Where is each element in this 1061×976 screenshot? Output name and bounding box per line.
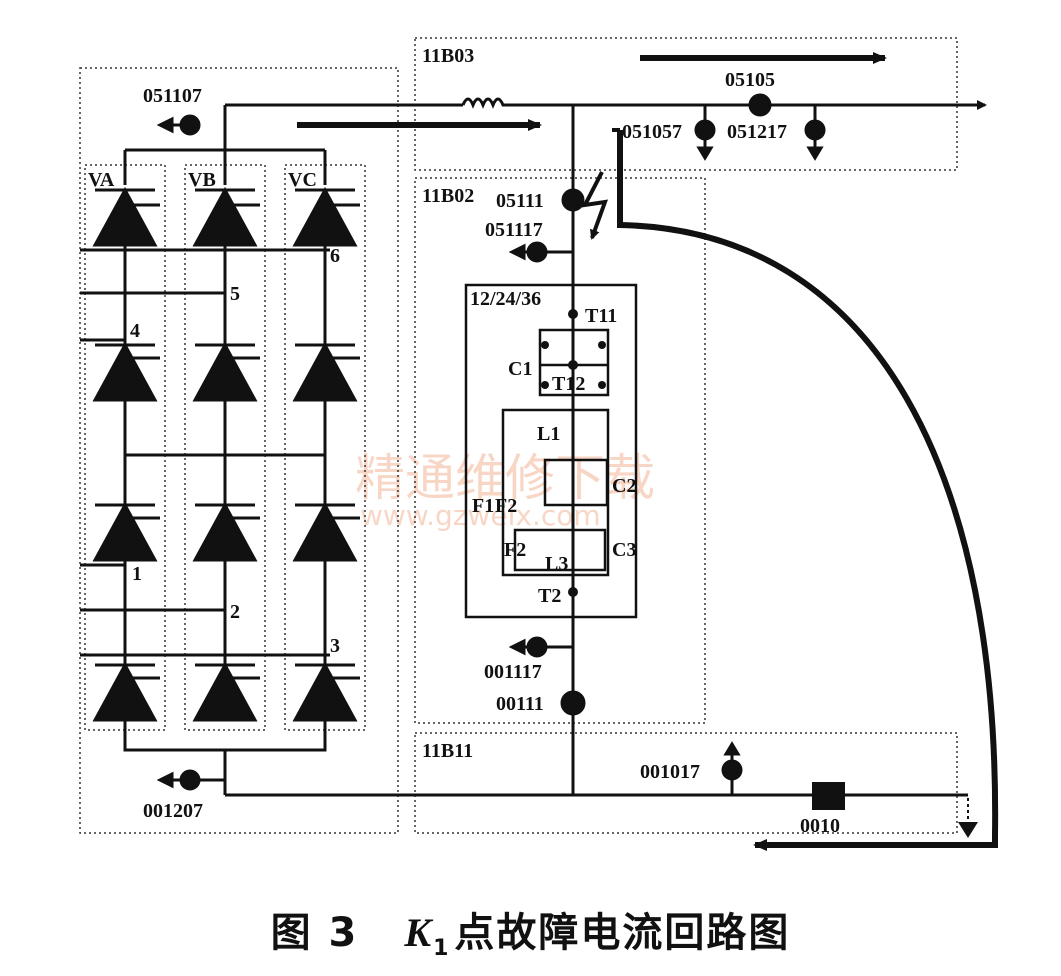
node-00111-label: 00111 bbox=[496, 693, 544, 715]
node-001117-label: 001117 bbox=[484, 661, 542, 683]
bridge-number-5: 5 bbox=[230, 283, 240, 305]
bridge-number-3: 3 bbox=[330, 635, 340, 657]
thyristor-b1 bbox=[192, 186, 260, 247]
region-11b11-label: 11B11 bbox=[422, 740, 473, 762]
bridge-number-2: 2 bbox=[230, 601, 240, 623]
caption-text: 点故障电流回路图 bbox=[454, 910, 791, 956]
thyristor-b4 bbox=[192, 661, 260, 722]
node-051107-label: 051107 bbox=[143, 85, 202, 107]
region-11b03-label: 11B03 bbox=[422, 45, 474, 67]
node-051217-label: 051217 bbox=[727, 121, 787, 143]
region-11b11-box bbox=[414, 732, 958, 834]
watermark-cn: 精通维修下载 bbox=[355, 449, 655, 507]
caption-k-subscript: 1 bbox=[433, 936, 451, 961]
converter-region bbox=[79, 67, 399, 834]
bridge-number-6: 6 bbox=[330, 245, 340, 267]
thyristor-a4 bbox=[92, 661, 160, 722]
fault-return-path bbox=[617, 130, 999, 851]
valve-c1: C1 bbox=[508, 358, 532, 380]
thyristor-c1 bbox=[292, 186, 360, 247]
region-11b02-box bbox=[414, 177, 706, 724]
bridge-number-4: 4 bbox=[130, 320, 140, 342]
valve-f2: F2 bbox=[504, 539, 526, 561]
node-05111-label: 05111 bbox=[496, 190, 544, 212]
caption-figure-number: 图 3 bbox=[270, 910, 359, 956]
region-11b02-label: 11B02 bbox=[422, 185, 474, 207]
thyristor-b2 bbox=[192, 341, 260, 402]
node-051117-label: 051117 bbox=[485, 219, 543, 241]
thyristor-a1 bbox=[92, 186, 160, 247]
thyristor-c3 bbox=[292, 501, 360, 562]
node-05105-label: 05105 bbox=[725, 69, 775, 91]
phase-a-label: VA bbox=[88, 169, 115, 191]
node-0010-block bbox=[812, 782, 845, 810]
valve-title: 12/24/36 bbox=[470, 288, 541, 310]
valve-t2: T2 bbox=[538, 585, 561, 607]
valve-l3: L3 bbox=[545, 553, 568, 575]
thyristor-a2 bbox=[92, 341, 160, 402]
thyristor-a3 bbox=[92, 501, 160, 562]
phase-c-label: VC bbox=[288, 169, 317, 191]
thyristor-c4 bbox=[292, 661, 360, 722]
node-051057-label: 051057 bbox=[622, 121, 682, 143]
phase-b-label: VB bbox=[188, 169, 216, 191]
thyristor-b3 bbox=[192, 501, 260, 562]
bus-inductor bbox=[461, 97, 510, 109]
valve-l1: L1 bbox=[537, 423, 560, 445]
valve-f2-upper: F2 bbox=[495, 495, 517, 517]
node-0010-label: 0010 bbox=[800, 815, 840, 837]
valve-f1: F1 bbox=[472, 495, 494, 517]
caption-k: K bbox=[404, 910, 434, 955]
bridge-number-1: 1 bbox=[132, 563, 142, 585]
valve-c2: C2 bbox=[612, 475, 636, 497]
valve-t12: T12 bbox=[552, 373, 585, 395]
node-001017-label: 001017 bbox=[640, 761, 700, 783]
valve-c3: C3 bbox=[612, 539, 636, 561]
valve-box bbox=[464, 283, 638, 619]
thyristor-c2 bbox=[292, 341, 360, 402]
fault-k1-symbol bbox=[581, 171, 609, 240]
valve-t11: T11 bbox=[585, 305, 617, 327]
node-001207-label: 001207 bbox=[143, 800, 203, 822]
